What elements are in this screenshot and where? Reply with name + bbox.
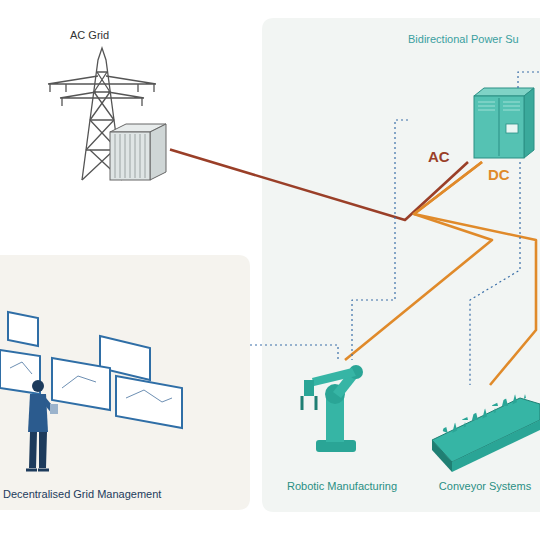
edge-label: DC <box>486 166 512 183</box>
monitors <box>0 312 182 428</box>
transformer <box>110 124 166 180</box>
plant-panel <box>262 18 540 512</box>
data-line <box>250 345 338 360</box>
robot-arm <box>302 365 363 452</box>
edge-label: AC <box>426 148 452 165</box>
robot-node: Robotic Manufacturing <box>280 360 404 502</box>
data-line <box>518 72 540 88</box>
power-cabinet <box>474 88 534 158</box>
node-label: AC Grid <box>70 28 109 42</box>
data-line <box>352 120 408 360</box>
management-node: Decentralised Grid Management <box>0 255 250 510</box>
node-label: Bidirectional Power Su <box>408 32 519 46</box>
grid-node: AC Grid <box>40 28 170 180</box>
dc-cable <box>414 162 536 385</box>
pylon <box>48 48 156 180</box>
data-line <box>470 162 520 385</box>
operator-figure <box>26 380 58 470</box>
management-panel <box>0 255 250 510</box>
conveyor <box>432 392 540 472</box>
conveyor-node: Conveyor Systems <box>432 385 538 502</box>
supply-node: Bidirectional Power Su <box>408 32 538 162</box>
ac-cable <box>170 150 468 220</box>
node-label: Decentralised Grid Management <box>3 487 161 501</box>
node-label: Robotic Manufacturing <box>287 479 397 493</box>
node-label: Conveyor Systems <box>439 479 531 493</box>
